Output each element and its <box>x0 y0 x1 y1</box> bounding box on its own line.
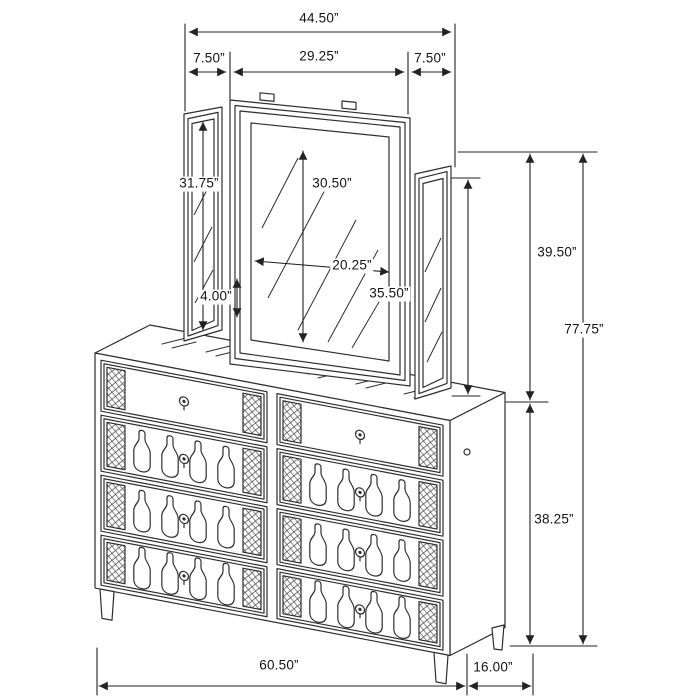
dim-label-overall-height: 77.75” <box>562 321 606 338</box>
dim-label-dresser-width: 60.50” <box>257 657 301 674</box>
dresser-leg-front-left <box>99 588 115 621</box>
dim-label-mirror-left-width: 7.50” <box>191 50 227 67</box>
dim-label-frame-offset: 4.00” <box>198 288 234 305</box>
dresser-leg-front-right <box>433 651 449 685</box>
dim-label-mirror-center-width: 29.25” <box>297 48 341 65</box>
side-pin-hole <box>463 448 471 456</box>
dim-label-left-panel-height: 31.75” <box>177 175 221 192</box>
mirror-glass-hatching <box>424 237 443 363</box>
dresser-front <box>94 352 451 685</box>
dim-label-mirror-total-width: 44.50” <box>297 10 341 27</box>
dresser <box>94 324 506 685</box>
dim-label-right-panel-height: 35.50” <box>367 285 411 302</box>
mirror-glass <box>250 122 390 362</box>
dresser-side-panel <box>449 391 506 657</box>
dim-label-center-glass-width: 20.25” <box>330 257 374 274</box>
dresser-leg-back <box>491 624 505 651</box>
mirror-glass <box>422 177 444 389</box>
mirror-center-panel <box>229 92 411 387</box>
dim-label-dresser-depth: 16.00” <box>471 659 515 676</box>
dim-label-mirror-assembly-height: 39.50” <box>535 244 579 261</box>
dim-label-dresser-height: 38.25” <box>532 511 576 528</box>
mirror-right-panel <box>414 165 452 400</box>
mirror-mount-tab <box>341 100 357 111</box>
mirror-mount-tab <box>259 92 275 103</box>
dim-label-mirror-right-width: 7.50” <box>412 50 448 67</box>
dim-label-center-glass-height: 30.50” <box>310 175 354 192</box>
